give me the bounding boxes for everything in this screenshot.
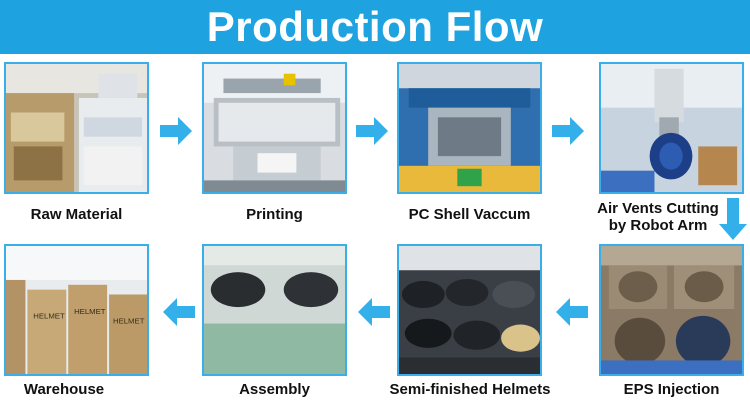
step-label-printing: Printing <box>246 206 303 223</box>
step-label-pc-shell-vaccum: PC Shell Vaccum <box>408 206 531 223</box>
header-banner <box>0 0 750 54</box>
assembly-photo <box>202 244 347 376</box>
step-label-raw-material: Raw Material <box>30 206 123 223</box>
step-label-assembly: Assembly <box>239 381 310 398</box>
pc-shell-vaccum-photo <box>397 62 542 194</box>
arrow-left-icon <box>358 298 390 326</box>
eps-injection-photo <box>599 244 744 376</box>
air-vents-cutting-photo <box>599 62 744 194</box>
warehouse-photo: HELMET HELMET HELMET <box>4 244 149 376</box>
raw-material-photo <box>4 62 149 194</box>
step-label-eps-injection: EPS Injection <box>623 381 720 398</box>
arrow-right-icon <box>356 117 388 145</box>
box-label: HELMET <box>74 307 106 316</box>
step-label-air-vents-cutting: Air Vents Cutting by Robot Arm <box>583 200 733 234</box>
page-title: Production Flow <box>206 3 544 50</box>
arrow-left-icon <box>556 298 588 326</box>
step-label-warehouse: Warehouse <box>23 381 105 398</box>
box-label: HELMET <box>113 317 145 326</box>
arrow-left-icon <box>163 298 195 326</box>
step-label-semi-finished-helmets: Semi-finished Helmets <box>389 381 551 398</box>
arrow-right-icon <box>552 117 584 145</box>
step-label-line-1: Air Vents Cutting <box>597 200 719 217</box>
step-label-line-2: by Robot Arm <box>608 217 708 234</box>
arrow-down-icon <box>719 198 747 240</box>
box-label: HELMET <box>33 312 65 321</box>
semi-finished-helmets-photo <box>397 244 542 376</box>
arrow-right-icon <box>160 117 192 145</box>
printing-photo <box>202 62 347 194</box>
